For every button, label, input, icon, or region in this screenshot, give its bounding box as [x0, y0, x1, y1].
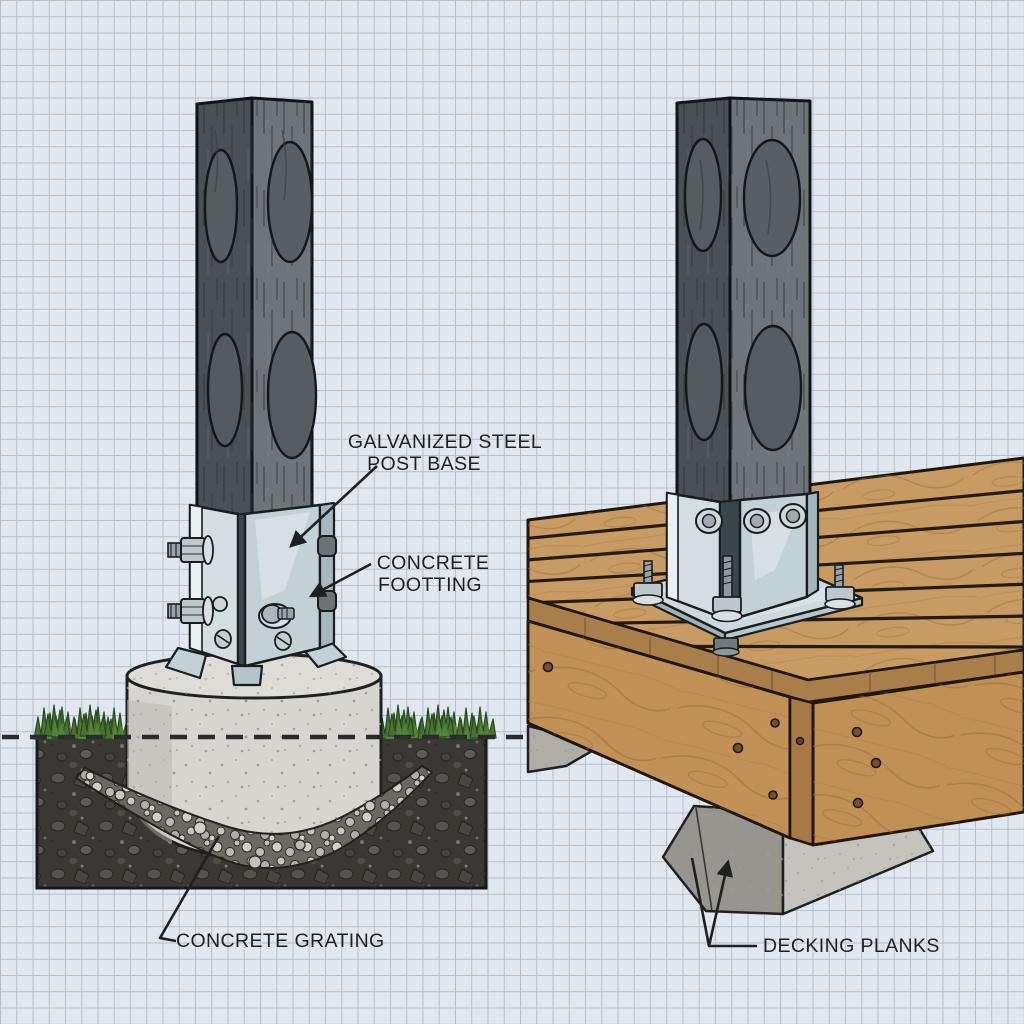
plate-under-nut-front: [712, 637, 740, 657]
slotted-screw: [274, 631, 292, 651]
label-decking: DECKING PLANKS: [690, 857, 940, 957]
deck-fascia-left: [526, 619, 792, 840]
label-footing-line2: FOOTTING: [378, 574, 482, 596]
deck-fascia-right: [811, 670, 1024, 847]
leader-footing: [308, 562, 372, 598]
wood-knot: [266, 330, 318, 460]
front-peg: [212, 596, 228, 612]
steel-post-base-right: [665, 490, 820, 623]
bolt-end: [317, 535, 337, 557]
wood-knot: [684, 322, 724, 442]
label-post-base-line1: GALVANIZED STEEL: [348, 431, 542, 453]
deck-fascia-corner-strip: [788, 695, 815, 847]
bracket-bolt: [779, 503, 807, 529]
label-footing: CONCRETE FOOTTING: [308, 552, 490, 598]
fascia-screw: [770, 718, 780, 728]
plate-anchor-bolt-left: [632, 560, 664, 606]
fascia-screw: [732, 742, 744, 754]
annotations: GALVANIZED STEEL POST BASE CONCRETE FOOT…: [158, 431, 940, 957]
leader-post-base: [289, 465, 378, 548]
wood-knot: [742, 138, 802, 258]
label-footing-line1: CONCRETE: [377, 552, 490, 574]
fascia-screw: [870, 757, 882, 769]
fascia-screw: [768, 790, 778, 800]
corner-threaded-rod: [711, 555, 743, 623]
leader-grating: [158, 835, 221, 943]
concrete-footing: [125, 652, 383, 860]
label-grating-text: CONCRETE GRATING: [176, 930, 385, 952]
bracket-bolt: [743, 508, 771, 534]
grass-left: [33, 704, 131, 740]
bracket-foot: [230, 664, 264, 687]
left-view-footing-section: [2, 96, 527, 890]
fascia-screw: [852, 797, 864, 809]
fascia-screw: [795, 736, 805, 746]
bolt-end: [317, 590, 337, 612]
bracket-bolt: [695, 508, 723, 534]
label-grating: CONCRETE GRATING: [158, 835, 385, 952]
bracket-foot: [164, 646, 208, 680]
side-bolt: [167, 535, 214, 565]
right-view-deck-mount: [526, 96, 1024, 916]
wood-knot: [743, 324, 803, 452]
fascia-screw: [542, 661, 554, 673]
label-decking-text: DECKING PLANKS: [763, 935, 940, 957]
wood-post-left: [195, 96, 318, 520]
gravel-band: [74, 764, 434, 869]
label-post-base-line2: POST BASE: [367, 453, 481, 475]
wood-knot: [206, 332, 244, 448]
steel-post-base-left: [164, 501, 348, 687]
wood-post-right: [675, 96, 812, 514]
grass-right: [377, 704, 497, 740]
slotted-screw: [214, 629, 232, 649]
fascia-screw: [851, 726, 863, 738]
wood-knot: [266, 140, 314, 264]
wood-knot: [203, 148, 239, 264]
front-bolt: [258, 603, 295, 629]
label-post-base: GALVANIZED STEEL POST BASE: [289, 431, 542, 548]
side-bolt: [167, 596, 214, 626]
plate-anchor-bolt-right: [824, 564, 856, 610]
leader-decking-arrow: [707, 859, 734, 947]
